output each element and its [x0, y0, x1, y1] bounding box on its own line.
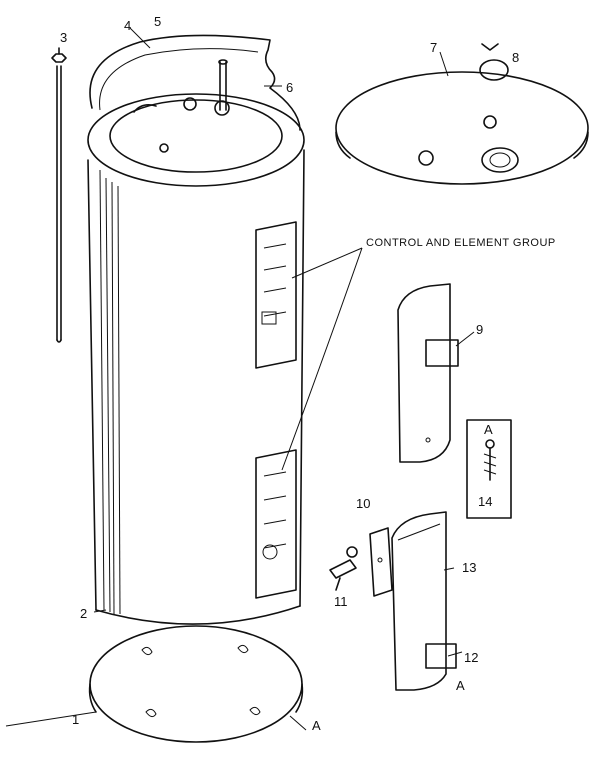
callout-13: 13 — [462, 560, 476, 575]
leader-lines — [5, 27, 475, 731]
callout-3: 3 — [60, 30, 67, 45]
anode-rod-part-3 — [51, 47, 67, 343]
screw-box-part-14 — [466, 419, 512, 519]
tank-body — [87, 34, 305, 743]
callout-11: 11 — [334, 594, 348, 609]
screw-part-11 — [329, 546, 358, 591]
callout-7: 7 — [430, 40, 437, 55]
callout-a-screw: A — [484, 422, 493, 437]
plug-part-8 — [479, 43, 509, 81]
label-part-12 — [425, 643, 457, 669]
callout-6: 6 — [286, 80, 293, 95]
callout-4: 4 — [124, 18, 131, 33]
callout-14: 14 — [478, 494, 492, 509]
callout-2: 2 — [80, 606, 87, 621]
bracket-part-10 — [369, 527, 393, 597]
access-panel-part-9 — [397, 283, 459, 463]
callout-a-bottom: A — [312, 718, 321, 733]
callout-8: 8 — [512, 50, 519, 65]
access-panel-part-13 — [391, 511, 457, 691]
callout-12: 12 — [464, 650, 478, 665]
callout-1: 1 — [72, 712, 79, 727]
control-element-group-label: CONTROL AND ELEMENT GROUP — [366, 237, 556, 249]
callout-10: 10 — [356, 496, 370, 511]
callout-a-panel: A — [456, 678, 465, 693]
callout-5: 5 — [154, 14, 161, 29]
top-cover-part-7 — [335, 71, 589, 185]
callout-9: 9 — [476, 322, 483, 337]
